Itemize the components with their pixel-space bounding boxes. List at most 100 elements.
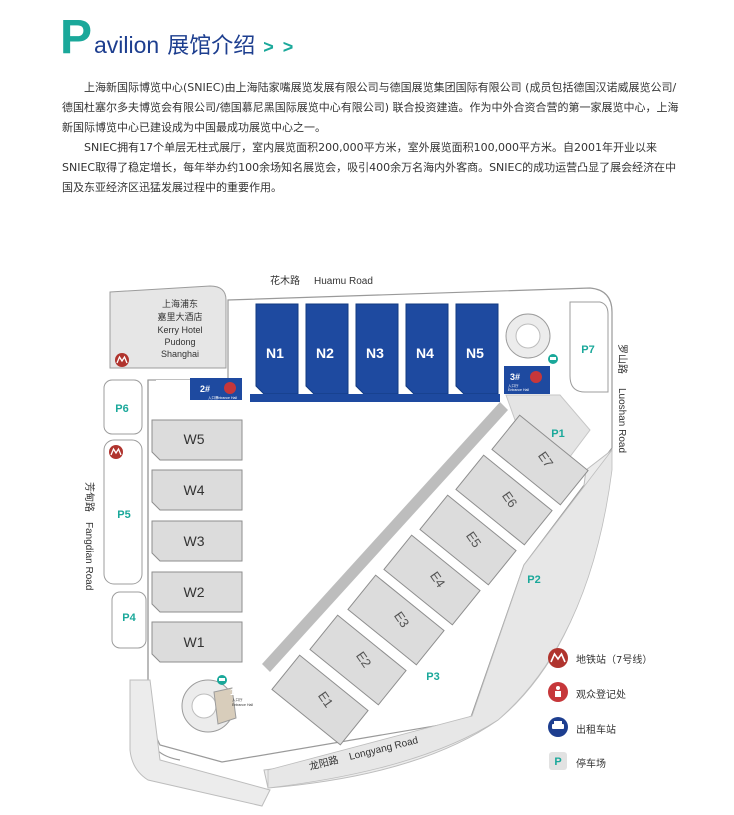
hall-label-e7: E7 [535,449,556,471]
entrance-3-number: 3# [510,372,520,382]
parking-label-p2: P2 [527,574,540,586]
entrance-hall-1[interactable]: 1# 入口厅 Entrance Hall [230,687,253,707]
hotel-label-line-2: 嘉里大酒店 [157,311,202,323]
title-word: avilion [94,32,160,58]
registration-icon [530,371,542,383]
title-letter: P [60,11,93,64]
hall-w2 [151,571,243,613]
parking-area-p6 [103,379,143,435]
north-corridor [250,394,500,402]
west-hall-labels: W5 W4 W3 W2 W1 [184,431,205,650]
hall-e7 [491,414,589,506]
hall-w4 [151,469,243,511]
kerry-hotel-block [109,285,227,369]
entrance-2-label-cn: 入口厅 [208,395,219,400]
site-area [156,293,606,756]
legend-registration-label: 观众登记处 [576,690,626,701]
north-halls [250,303,500,402]
svg-text:P: P [554,756,561,768]
hall-label-e6: E6 [499,489,520,511]
road-east-en: Luoshan Road [616,388,627,453]
parking-area-p5 [103,439,143,585]
metro-icon[interactable] [115,353,129,367]
east-corridor [262,402,508,672]
north-hall-labels: N1 N2 N3 N4 N5 [266,345,484,361]
hall-label-n3: N3 [366,345,384,361]
hall-e4 [383,534,481,626]
intro-paragraph-2: SNIEC拥有17个单层无柱式展厅，室内展览面积200,000平方米，室外展览面… [62,141,677,194]
road-north-cn: 花木路 [270,274,300,287]
registration-icon [548,682,568,702]
legend: P [548,648,568,770]
west-halls [151,419,243,663]
legend-taxi-label: 出租车站 [576,725,616,736]
taxi-icon[interactable] [548,354,558,364]
entrance-hall-2[interactable]: 2# 入口厅 Entrance Hall [190,378,242,400]
hall-label-e3: E3 [391,609,412,631]
entrance-hall-3[interactable]: 3# 入口厅 Entrance Hall [504,366,550,394]
entrance-1-label-en: Entrance Hall [232,703,253,707]
hotel-label-line-5: Shanghai [161,349,199,359]
road-north-en: Huamu Road [314,276,373,287]
hall-label-w4: W4 [184,482,205,498]
hall-w3 [151,520,243,562]
hall-w5 [151,419,243,461]
parking-area-p3-p2 [267,448,613,789]
hall-w1 [151,621,243,663]
hall-label-e4: E4 [427,569,448,591]
roundabout-inner [515,323,541,349]
parking-label-p1: P1 [551,428,564,440]
hall-e3 [347,574,445,666]
hall-label-n5: N5 [466,345,484,361]
metro-icon[interactable] [109,445,123,459]
road-west-cn: 芳甸路 [83,482,96,512]
road-east-cn: 罗山路 [616,344,629,374]
hall-label-w2: W2 [184,584,205,600]
parking-label-p5: P5 [117,509,130,521]
hotel-label-line-4: Pudong [164,337,195,347]
taxi-icon[interactable] [217,675,227,685]
legend-parking-label: 停车场 [576,759,606,770]
hall-label-e1: E1 [315,689,336,711]
parking-label-p6: P6 [115,403,128,415]
entrance-3-label-cn: 入口厅 [508,383,519,388]
entrance-2-number: 2# [200,384,210,394]
parking-label-p3: P3 [426,671,439,683]
entrance-hall-1-building [213,687,237,725]
entrance-3-label-en: Entrance Hall [508,388,529,392]
hall-e5 [419,494,517,586]
parking-area-southwest [129,679,271,807]
east-hall-labels: E1 E2 E3 E4 E5 E6 E7 [315,449,556,711]
hall-e2 [309,614,407,706]
parking-labels: P1 P2 P3 P4 P5 P6 P7 [115,344,594,683]
taxi-icon [548,717,568,737]
hall-e6 [455,454,553,546]
roundabout-sw-inner [191,693,217,719]
hall-label-w5: W5 [184,431,205,447]
page-title: P avilion 展馆介绍 > > [60,14,295,66]
title-chinese: 展馆介绍 [167,34,256,59]
registration-icon [224,382,236,394]
hotel-label: 上海浦东 嘉里大酒店 Kerry Hotel Pudong Shanghai [157,298,202,359]
entrance-1-label-cn: 入口厅 [232,697,243,702]
road-west-en: Fangdian Road [83,522,94,590]
entrance-2-label-en: Entrance Hall [216,396,237,400]
hotel-label-line-3: Kerry Hotel [157,325,202,335]
parking-area-p1 [505,394,591,471]
entrance-1-number: 1# [230,687,240,697]
intro-text: 上海新国际博览中心(SNIEC)由上海陆家嘴展览发展有限公司与德国展览集团国际有… [62,78,686,198]
intro-paragraph-1: 上海新国际博览中心(SNIEC)由上海陆家嘴展览发展有限公司与德国展览集团国际有… [62,81,679,134]
hall-label-w3: W3 [184,533,205,549]
parking-label-p7: P7 [581,344,594,356]
parking-area-p4 [111,591,147,649]
hall-label-w1: W1 [184,634,205,650]
hall-label-e2: E2 [353,649,374,671]
metro-icon [548,648,568,668]
title-arrows: > > [263,37,296,57]
hotel-label-line-1: 上海浦东 [162,298,198,310]
hall-label-n1: N1 [266,345,284,361]
parking-label-p4: P4 [122,612,136,624]
hall-label-e5: E5 [463,529,484,551]
parking-area-p7 [569,301,609,393]
